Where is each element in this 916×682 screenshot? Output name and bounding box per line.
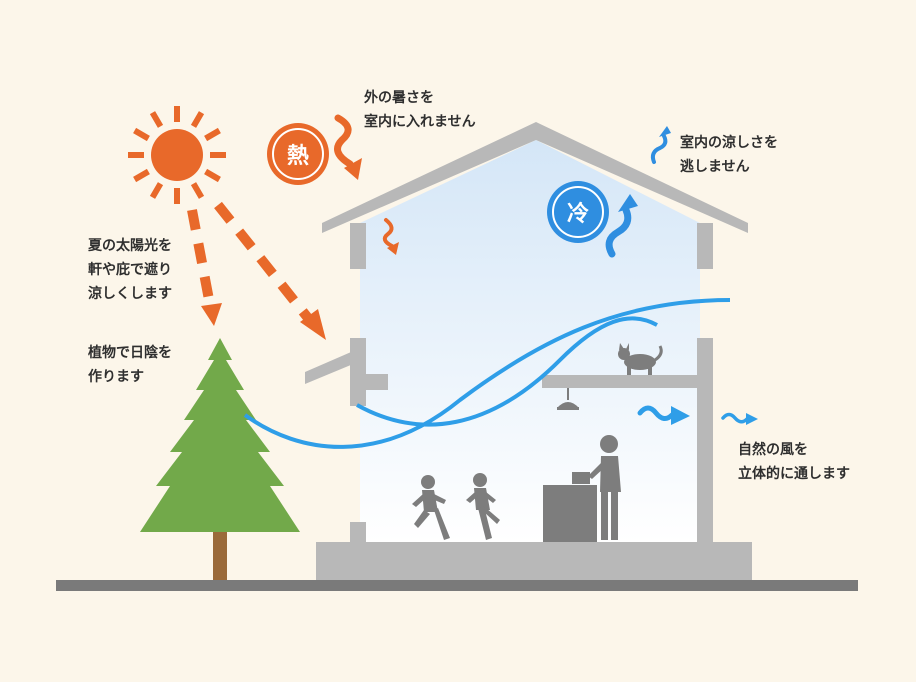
label-heat-block: 外の暑さを 室内に入れません	[364, 86, 476, 134]
left-wall-upper	[350, 223, 366, 269]
label-eaves-line-1: 夏の太陽光を	[88, 238, 172, 254]
pendant-lamp-icon	[557, 388, 579, 410]
wind-curve-lower	[243, 298, 731, 449]
sun-icon	[128, 106, 226, 204]
sun-ray	[133, 127, 150, 142]
heat-badge: 熱	[267, 123, 329, 185]
label-plants-line-1: 植物で日陰を	[88, 345, 172, 361]
canopy-bracket	[366, 374, 388, 390]
sun-ray	[149, 182, 164, 199]
sun-ray	[190, 111, 205, 128]
label-wind: 自然の風を 立体的に通します	[738, 438, 850, 486]
sun-ray	[133, 168, 150, 183]
label-eaves-line-3: 涼しくします	[88, 286, 172, 302]
sun-ray	[204, 168, 221, 183]
house-interior	[360, 140, 700, 542]
tree-foliage	[140, 338, 300, 532]
right-wall-lower	[697, 338, 713, 542]
sunlight-arrow-down	[187, 209, 222, 326]
kitchen-counter	[543, 485, 597, 542]
sun-ray	[190, 182, 205, 199]
cool-badge: 冷	[547, 181, 609, 243]
canopy	[305, 349, 358, 384]
child-running-silhouette-2	[466, 473, 500, 540]
wind-arrow-outside-icon	[721, 412, 758, 425]
ground-line	[56, 580, 858, 591]
heat-arrow-inside-icon	[382, 218, 399, 255]
cool-badge-text: 冷	[567, 201, 589, 227]
wind-arrow-inside-icon	[637, 405, 690, 425]
sunlight-arrow-diagonal	[214, 201, 326, 340]
label-eaves-line-2: 軒や庇で遮り	[88, 262, 172, 278]
label-heat-block-line-1: 外の暑さを	[364, 90, 434, 106]
cool-arrow-outside-icon	[650, 126, 671, 164]
cool-arrow-inside-icon	[605, 194, 638, 258]
heat-badge-text: 熱	[287, 143, 309, 169]
label-cool-keep-line-1: 室内の涼しさを	[680, 135, 778, 151]
adult-cooking-silhouette	[588, 435, 621, 540]
label-wind-line-1: 自然の風を	[738, 442, 808, 458]
sun-ray	[149, 111, 164, 128]
left-wall-middle	[350, 338, 366, 406]
label-cool-keep-line-2: 逃しません	[680, 159, 750, 175]
foundation	[316, 542, 752, 580]
label-plants-line-2: 作ります	[88, 369, 144, 385]
label-wind-line-2: 立体的に通します	[738, 466, 850, 482]
heat-arrow-outside-icon	[334, 114, 362, 180]
child-running-silhouette-1	[412, 475, 450, 540]
right-wall-upper	[697, 223, 713, 269]
tree-trunk	[213, 520, 227, 580]
loft-floor	[542, 375, 700, 388]
left-wall-lower	[350, 522, 366, 542]
wind-curve-upper	[356, 316, 658, 427]
label-heat-block-line-2: 室内に入れません	[364, 114, 476, 130]
sun-ray	[204, 127, 221, 142]
label-plants: 植物で日陰を 作ります	[88, 341, 172, 389]
label-cool-keep: 室内の涼しさを 逃しません	[680, 131, 778, 179]
label-eaves: 夏の太陽光を 軒や庇で遮り 涼しくします	[88, 234, 172, 306]
cooking-pot	[572, 472, 590, 484]
cat-silhouette	[618, 343, 663, 375]
